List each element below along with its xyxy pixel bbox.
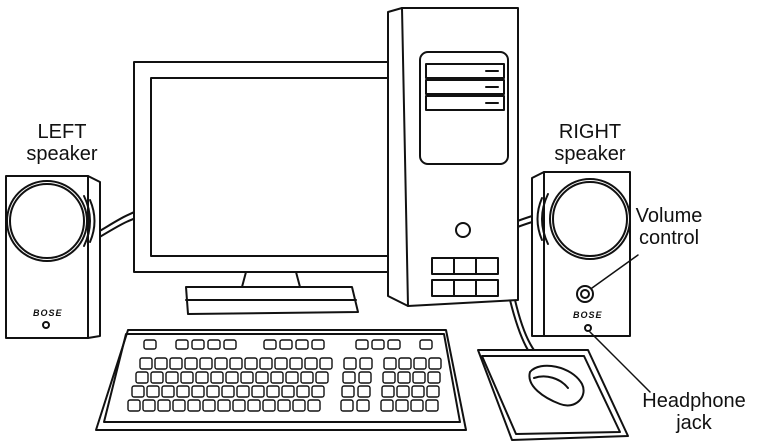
left-speaker: BOSE <box>6 176 100 338</box>
left-speaker-brand: BOSE <box>33 308 63 318</box>
volume-control-label-line2: control <box>610 227 728 249</box>
keyboard <box>96 330 466 430</box>
right-speaker-label-line1: RIGHT <box>540 121 640 143</box>
headphone-jack-label: Headphone jack <box>630 390 758 434</box>
monitor <box>134 62 408 314</box>
headphone-jack-label-line1: Headphone <box>630 390 758 412</box>
left-speaker-label: LEFT speaker <box>12 121 112 165</box>
right-speaker-brand: BOSE <box>573 310 603 320</box>
right-speaker: BOSE <box>532 172 630 336</box>
volume-control-label-line1: Volume <box>610 205 728 227</box>
right-speaker-label: RIGHT speaker <box>540 121 640 165</box>
computer-tower <box>388 8 518 306</box>
volume-control-label: Volume control <box>610 205 728 249</box>
headphone-jack-label-line2: jack <box>630 412 758 434</box>
right-speaker-label-line2: speaker <box>540 143 640 165</box>
left-speaker-label-line1: LEFT <box>12 121 112 143</box>
left-speaker-label-line2: speaker <box>12 143 112 165</box>
